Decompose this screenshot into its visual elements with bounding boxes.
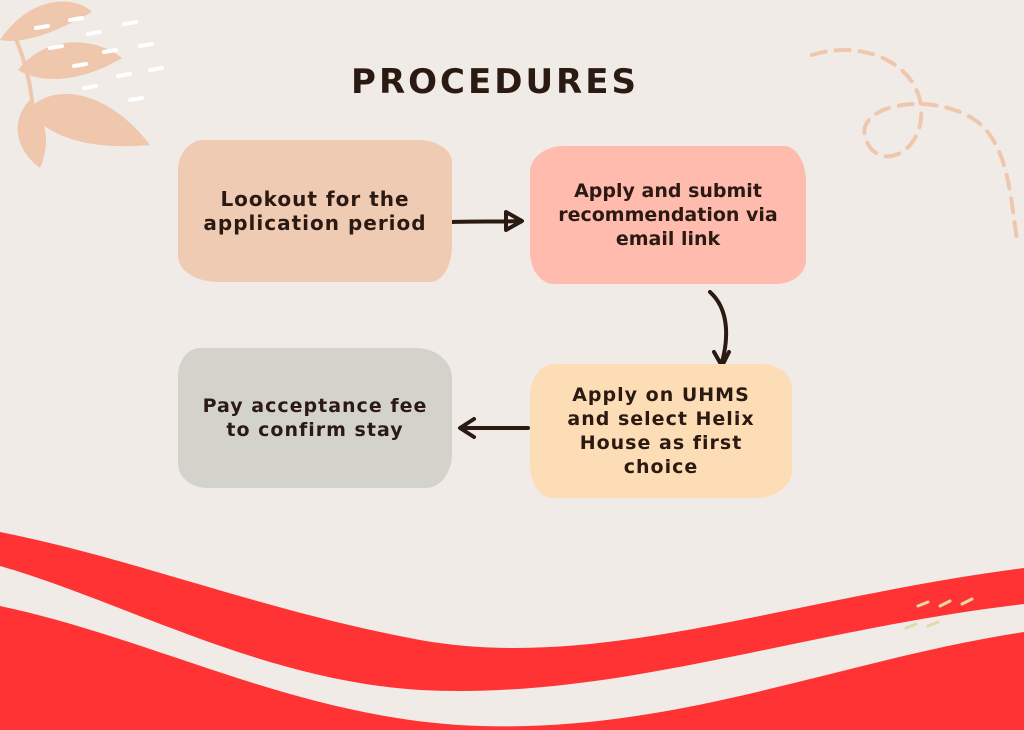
step-3-box: Apply on UHMS and select Helix House as …	[530, 364, 792, 498]
step-3-text: Apply on UHMS and select Helix House as …	[567, 384, 755, 478]
red-wave-top	[0, 532, 1024, 691]
dash-pattern	[34, 16, 164, 102]
step-1-text: Lookout for the application period	[203, 187, 427, 235]
step-1-box: Lookout for the application period	[178, 140, 452, 282]
step-2-text: Apply and submit recommendation via emai…	[558, 180, 778, 250]
red-wave-bottom	[0, 606, 1024, 730]
dashed-loop	[810, 48, 1020, 247]
step-2-box: Apply and submit recommendation via emai…	[530, 146, 806, 284]
accent-dashes	[904, 597, 974, 630]
step-4-box: Pay acceptance fee to confirm stay	[178, 348, 452, 488]
arrow-step2-to-step3	[708, 290, 731, 368]
leaf-branch-icon	[0, 1, 150, 168]
arrow-step3-to-step4	[458, 417, 530, 439]
arrow-step1-to-step2	[450, 210, 524, 232]
step-4-text: Pay acceptance fee to confirm stay	[202, 395, 428, 441]
page-title: PROCEDURES	[351, 62, 639, 102]
